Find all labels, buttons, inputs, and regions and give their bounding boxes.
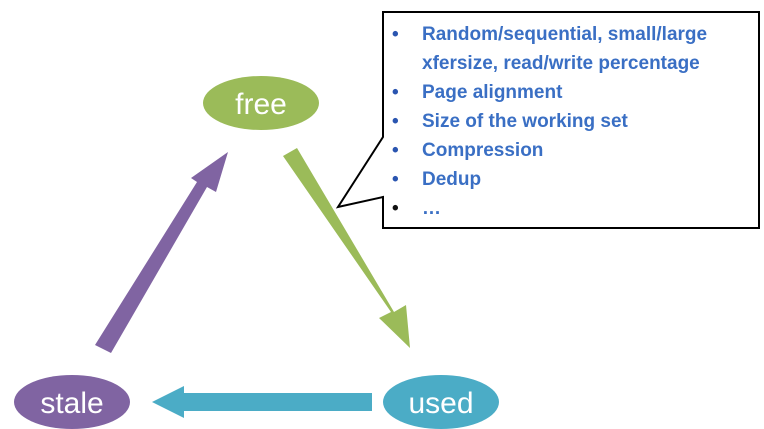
arrow-free-to-used — [283, 148, 410, 348]
callout-list: Random/sequential, small/large xfersize,… — [392, 20, 754, 223]
node-stale-shape — [14, 375, 130, 429]
node-used-label: used — [408, 387, 473, 420]
arrow-stale-to-free — [95, 152, 228, 353]
callout-item: Size of the working set — [392, 107, 754, 136]
node-used-shape — [383, 375, 499, 429]
callout-item: Random/sequential, small/large xfersize,… — [392, 20, 754, 78]
callout-item: Page alignment — [392, 78, 754, 107]
node-stale-label: stale — [40, 387, 103, 420]
arrow-used-to-stale — [152, 386, 372, 418]
node-stale: stale — [14, 375, 130, 429]
node-used: used — [383, 375, 499, 429]
callout-item: Dedup — [392, 165, 754, 194]
node-free-label: free — [235, 88, 287, 121]
node-free: free — [203, 76, 319, 130]
node-free-shape — [203, 76, 319, 130]
callout-item: … — [392, 194, 754, 223]
callout-item: Compression — [392, 136, 754, 165]
